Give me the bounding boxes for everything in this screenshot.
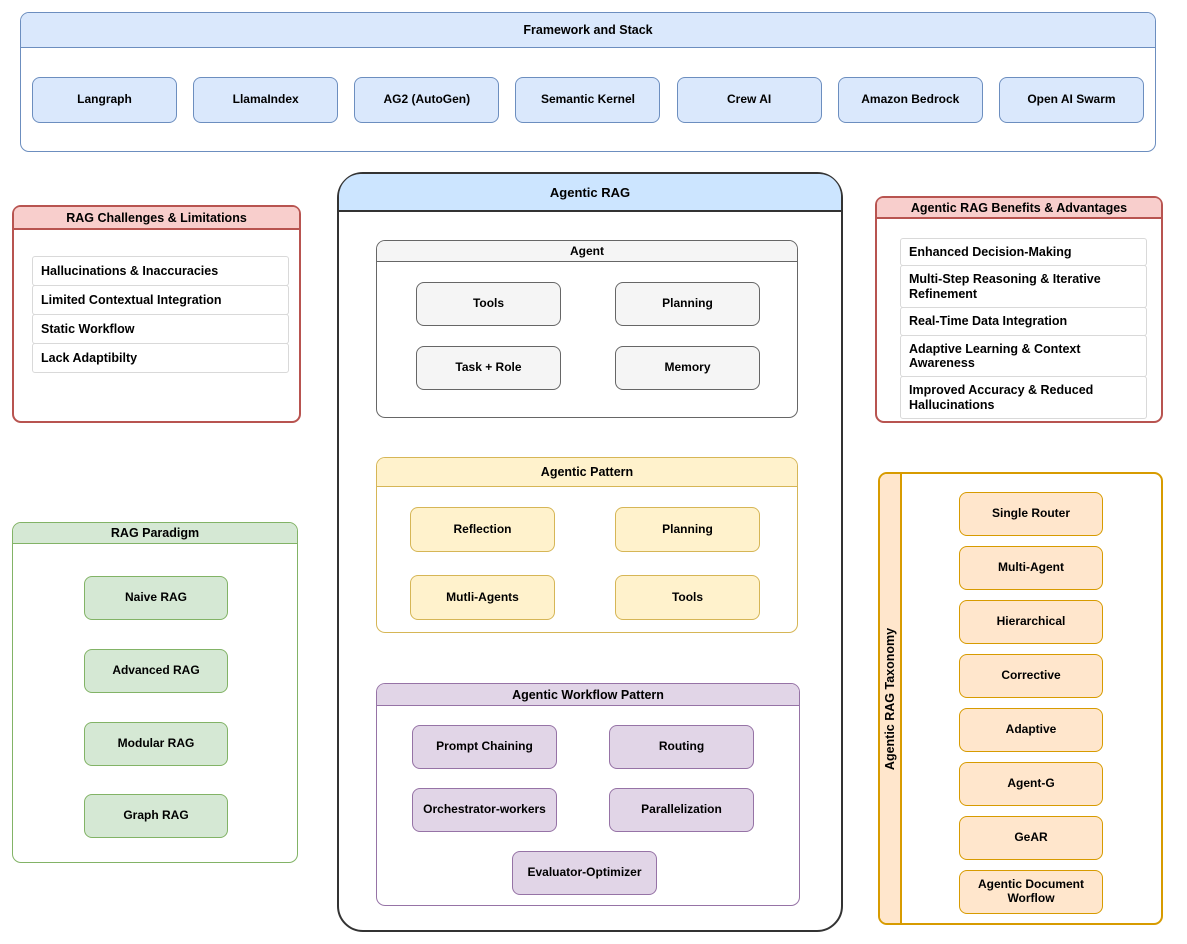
taxonomy-panel: Agentic RAG Taxonomy Single Router Multi… [878,472,1163,925]
list-item: Lack Adaptibilty [32,343,289,373]
node-evaluator-optimizer: Evaluator-Optimizer [512,851,657,895]
framework-stack-title: Framework and Stack [523,23,653,37]
node-gear: GeAR [959,816,1103,860]
agentic-workflow-pattern-box: Agentic Workflow Pattern Prompt Chaining… [376,683,800,906]
node-amazon-bedrock: Amazon Bedrock [837,76,983,123]
node-tools: Tools [416,282,561,326]
node-task-role: Task + Role [416,346,561,390]
node-single-router: Single Router [959,492,1103,536]
agent-title: Agent [570,244,604,258]
node-llamaindex: LlamaIndex [193,76,339,123]
node-adaptive: Adaptive [959,708,1103,752]
framework-stack-items: Langraph LlamaIndex AG2 (AutoGen) Semant… [32,48,1144,151]
rag-challenges-panel: RAG Challenges & Limitations Hallucinati… [12,205,301,423]
agentic-pattern-header: Agentic Pattern [377,458,797,487]
list-item: Static Workflow [32,314,289,344]
agentic-workflow-pattern-title: Agentic Workflow Pattern [512,687,664,702]
node-advanced-rag: Advanced RAG [84,649,228,693]
list-item: Hallucinations & Inaccuracies [32,256,289,286]
rag-paradigm-panel: RAG Paradigm Naive RAG Advanced RAG Modu… [12,522,298,863]
framework-stack-header: Framework and Stack [21,13,1155,48]
node-open-ai-swarm: Open AI Swarm [998,76,1144,123]
node-routing: Routing [609,725,754,769]
agentic-rag-container: Agentic RAG Agent Tools Planning Task + … [337,172,843,932]
node-reflection: Reflection [410,507,555,552]
node-modular-rag: Modular RAG [84,722,228,766]
node-parallelization: Parallelization [609,788,754,832]
list-item: Adaptive Learning & Context Awareness [900,334,1147,378]
agentic-workflow-pattern-header: Agentic Workflow Pattern [377,684,799,706]
agent-box: Agent Tools Planning Task + Role Memory [376,240,798,418]
rag-challenges-header: RAG Challenges & Limitations [14,207,299,230]
node-multi-agent: Multi-Agent [959,546,1103,590]
node-agent-g: Agent-G [959,762,1103,806]
list-item: Real-Time Data Integration [900,307,1147,336]
agentic-pattern-title: Agentic Pattern [540,465,634,479]
list-item: Multi-Step Reasoning & Iterative Refinem… [900,265,1147,309]
node-agentic-document-worflow: Agentic Document Worflow [959,870,1103,914]
list-item: Improved Accuracy & Reduced Hallucinatio… [900,376,1147,419]
taxonomy-title: Agentic RAG Taxonomy [883,627,897,770]
node-langraph: Langraph [32,76,177,123]
node-corrective: Corrective [959,654,1103,698]
taxonomy-side-strip: Agentic RAG Taxonomy [880,474,902,923]
node-graph-rag: Graph RAG [84,794,228,838]
node-tools: Tools [615,575,760,620]
rag-challenges-list: Hallucinations & Inaccuracies Limited Co… [32,256,289,373]
benefits-list: Enhanced Decision-Making Multi-Step Reas… [900,238,1147,419]
agent-header: Agent [377,241,797,262]
node-memory: Memory [615,346,760,390]
node-ag2-autogen: AG2 (AutoGen) [354,76,500,123]
benefits-header: Agentic RAG Benefits & Advantages [877,198,1161,219]
rag-challenges-title: RAG Challenges & Limitations [66,210,247,225]
node-hierarchical: Hierarchical [959,600,1103,644]
list-item: Enhanced Decision-Making [900,238,1147,267]
node-planning: Planning [615,507,760,552]
agentic-pattern-box: Agentic Pattern Reflection Planning Mutl… [376,457,798,633]
rag-paradigm-title: RAG Paradigm [110,526,200,540]
rag-paradigm-header: RAG Paradigm [13,523,297,544]
framework-stack-panel: Framework and Stack Langraph LlamaIndex … [20,12,1156,152]
node-planning: Planning [615,282,760,326]
list-item: Limited Contextual Integration [32,285,289,315]
node-crew-ai: Crew AI [676,76,822,123]
node-prompt-chaining: Prompt Chaining [412,725,557,769]
node-semantic-kernel: Semantic Kernel [515,76,661,123]
benefits-title: Agentic RAG Benefits & Advantages [910,200,1128,215]
benefits-panel: Agentic RAG Benefits & Advantages Enhanc… [875,196,1163,423]
node-naive-rag: Naive RAG [84,576,228,620]
agentic-rag-title: Agentic RAG [549,184,631,200]
agentic-rag-header: Agentic RAG [339,174,841,212]
node-orchestrator-workers: Orchestrator-workers [412,788,557,832]
node-mutli-agents: Mutli-Agents [410,575,555,620]
